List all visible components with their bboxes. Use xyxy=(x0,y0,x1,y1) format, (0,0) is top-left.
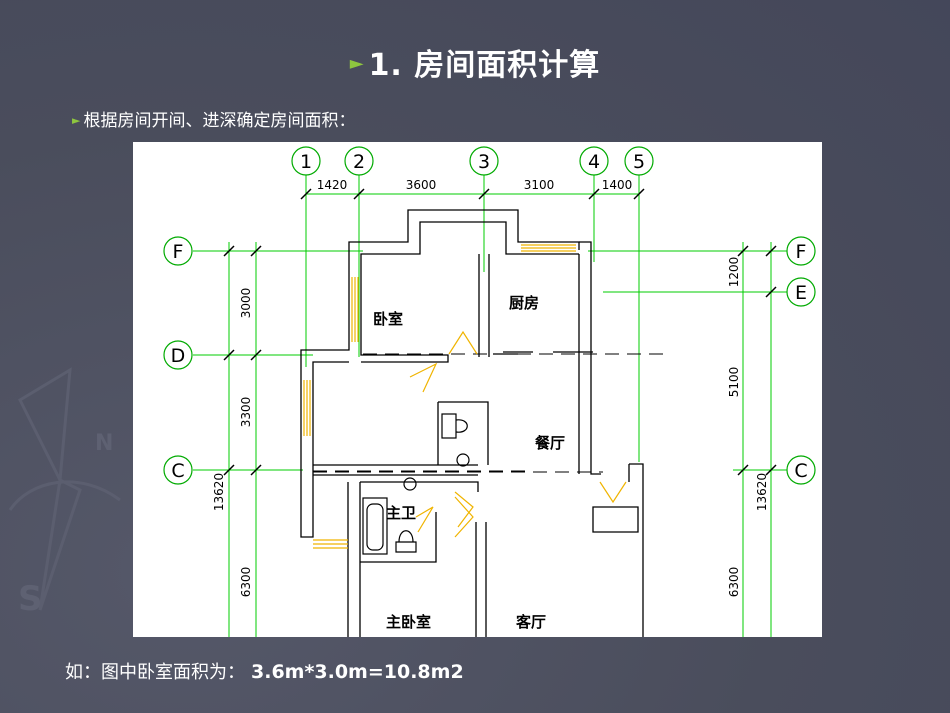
axis-grid-lines xyxy=(193,172,788,637)
axis-top-5: 5 xyxy=(633,151,645,173)
dim-top-4: 1400 xyxy=(602,178,633,192)
axis-right-c: C xyxy=(794,460,807,482)
slide-subtitle: ►根据房间开间、进深确定房间面积： xyxy=(72,106,355,131)
axis-top-4: 4 xyxy=(588,151,600,173)
dim-left-1: 3000 xyxy=(239,288,253,319)
subtitle-bullet-icon: ► xyxy=(72,114,81,127)
bath-fixtures xyxy=(362,413,470,555)
axis-right-f: F xyxy=(796,241,807,263)
formula-label: 如：图中卧室面积为： xyxy=(65,662,245,683)
subtitle-text: 根据房间开间、进深确定房间面积： xyxy=(83,111,356,131)
room-kitchen: 厨房 xyxy=(509,294,539,312)
walls xyxy=(300,209,644,637)
formula-value: 3.6m*3.0m=10.8m2 xyxy=(251,661,464,683)
door-swings xyxy=(409,330,627,538)
title-text: 1. 房间面积计算 xyxy=(368,48,601,83)
dim-right-2: 5100 xyxy=(727,367,741,398)
room-living: 客厅 xyxy=(515,613,546,631)
dim-top-3: 3100 xyxy=(524,178,555,192)
axis-top-2: 2 xyxy=(353,151,365,173)
svg-text:N: N xyxy=(95,431,113,456)
axis-left-c: C xyxy=(171,460,184,482)
title-bullet-icon: ► xyxy=(349,53,365,74)
dim-left-2: 3300 xyxy=(239,397,253,428)
dim-left-3: 6300 xyxy=(239,567,253,598)
room-master-bedroom: 主卧室 xyxy=(386,613,431,631)
axis-left-f: F xyxy=(173,241,184,263)
dim-right-total: 13620 xyxy=(755,473,769,511)
axis-left-d: D xyxy=(171,345,186,367)
room-bedroom: 卧室 xyxy=(373,310,403,328)
area-formula: 如：图中卧室面积为： 3.6m*3.0m=10.8m2 xyxy=(65,658,464,684)
dim-right-3: 6300 xyxy=(727,567,741,598)
dim-right-1: 1200 xyxy=(727,257,741,288)
dim-top-2: 3600 xyxy=(406,178,437,192)
room-master-bath: 主卫 xyxy=(386,504,416,522)
compass-watermark-icon: S N xyxy=(8,367,121,619)
slide-title: ►1. 房间面积计算 xyxy=(0,40,950,84)
room-dining: 餐厅 xyxy=(535,434,565,452)
windows xyxy=(303,244,576,549)
dim-left-total: 13620 xyxy=(212,473,226,511)
floor-plan-image: 1 2 3 4 5 F D C F E C 1420 3600 3100 140… xyxy=(133,142,822,637)
svg-text:S: S xyxy=(18,579,43,619)
axis-top-1: 1 xyxy=(300,151,312,173)
dim-top-1: 1420 xyxy=(317,178,348,192)
axis-top-3: 3 xyxy=(478,151,490,173)
axis-right-e: E xyxy=(795,282,807,304)
